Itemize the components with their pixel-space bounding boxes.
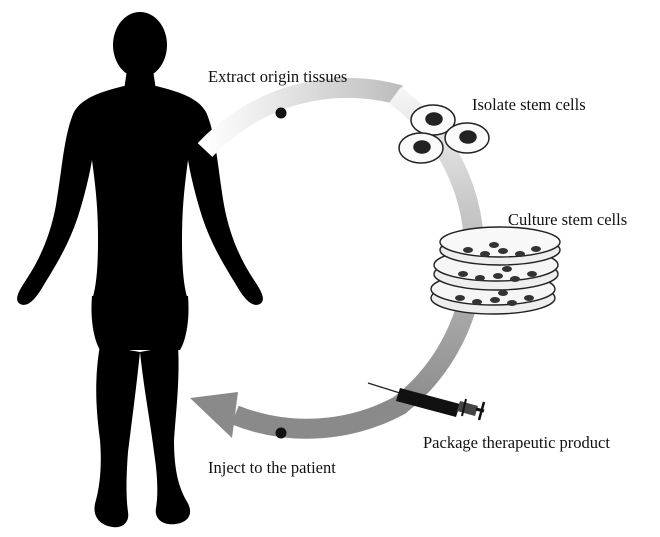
step-dot-inject xyxy=(276,428,287,439)
human-silhouette xyxy=(17,12,263,527)
culture-dishes-icon xyxy=(431,227,560,314)
arrowhead-icon xyxy=(190,392,238,438)
label-inject-to-the-patient: Inject to the patient xyxy=(208,460,336,477)
label-isolate-stem-cells: Isolate stem cells xyxy=(472,97,586,114)
label-package-therapeutic-product: Package therapeutic product xyxy=(423,435,610,452)
step-dot-extract xyxy=(276,108,287,119)
label-culture-stem-cells: Culture stem cells xyxy=(508,212,627,229)
label-extract-origin-tissues: Extract origin tissues xyxy=(208,69,347,86)
